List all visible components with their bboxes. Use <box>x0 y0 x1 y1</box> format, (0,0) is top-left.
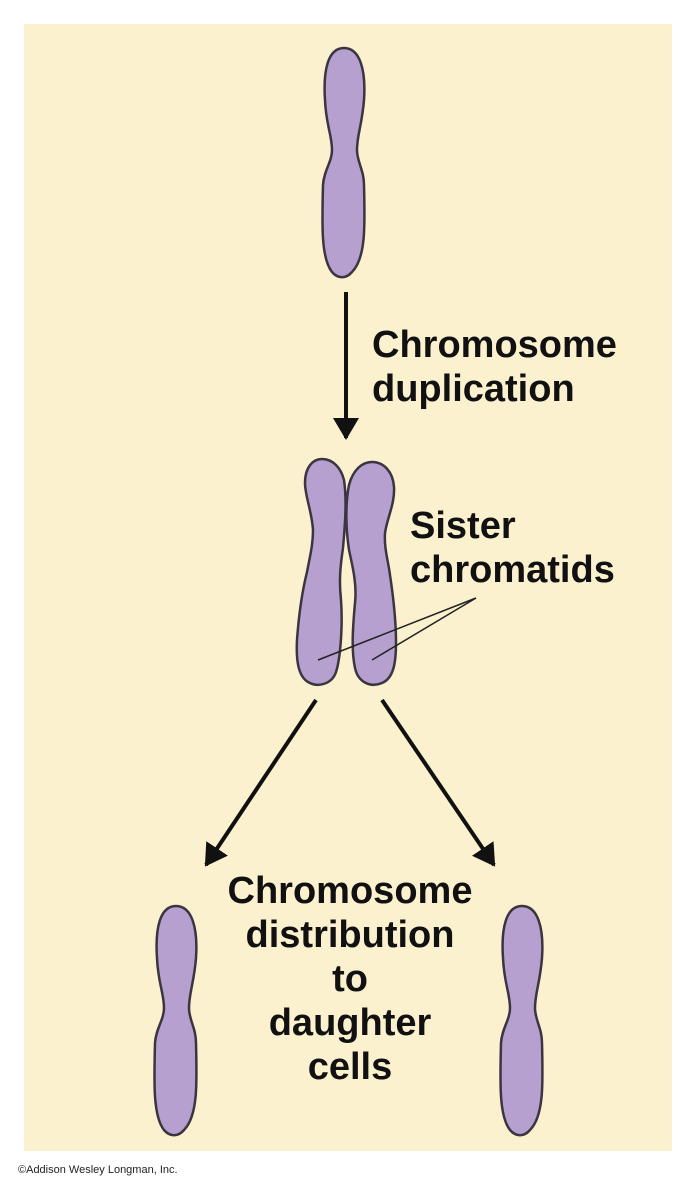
label-distribution-line4: daughter <box>269 1002 432 1044</box>
label-sister-line2: chromatids <box>410 549 615 591</box>
chromosome-daughter-right <box>499 904 544 1137</box>
sister-chromatid-left <box>295 457 347 686</box>
label-distribution-line1: Chromosome <box>228 870 473 912</box>
chromosome-daughter-left <box>153 904 198 1137</box>
arrow-to-left-daughter <box>204 698 318 867</box>
pointer-line-left <box>317 597 477 661</box>
label-sister-line1: Sister <box>410 505 516 547</box>
arrow-to-right-daughter <box>380 698 496 867</box>
sister-chromatid-right <box>345 460 398 686</box>
pointer-line-right <box>371 597 477 661</box>
label-duplication-line2: duplication <box>372 368 575 410</box>
copyright-text: ©Addison Wesley Longman, Inc. <box>18 1164 178 1176</box>
label-distribution-line2: distribution <box>246 914 455 956</box>
label-duplication-line1: Chromosome <box>372 324 617 366</box>
chromosome-original <box>321 46 366 279</box>
label-distribution-line5: cells <box>308 1046 393 1088</box>
label-distribution-line3: to <box>332 958 368 1000</box>
